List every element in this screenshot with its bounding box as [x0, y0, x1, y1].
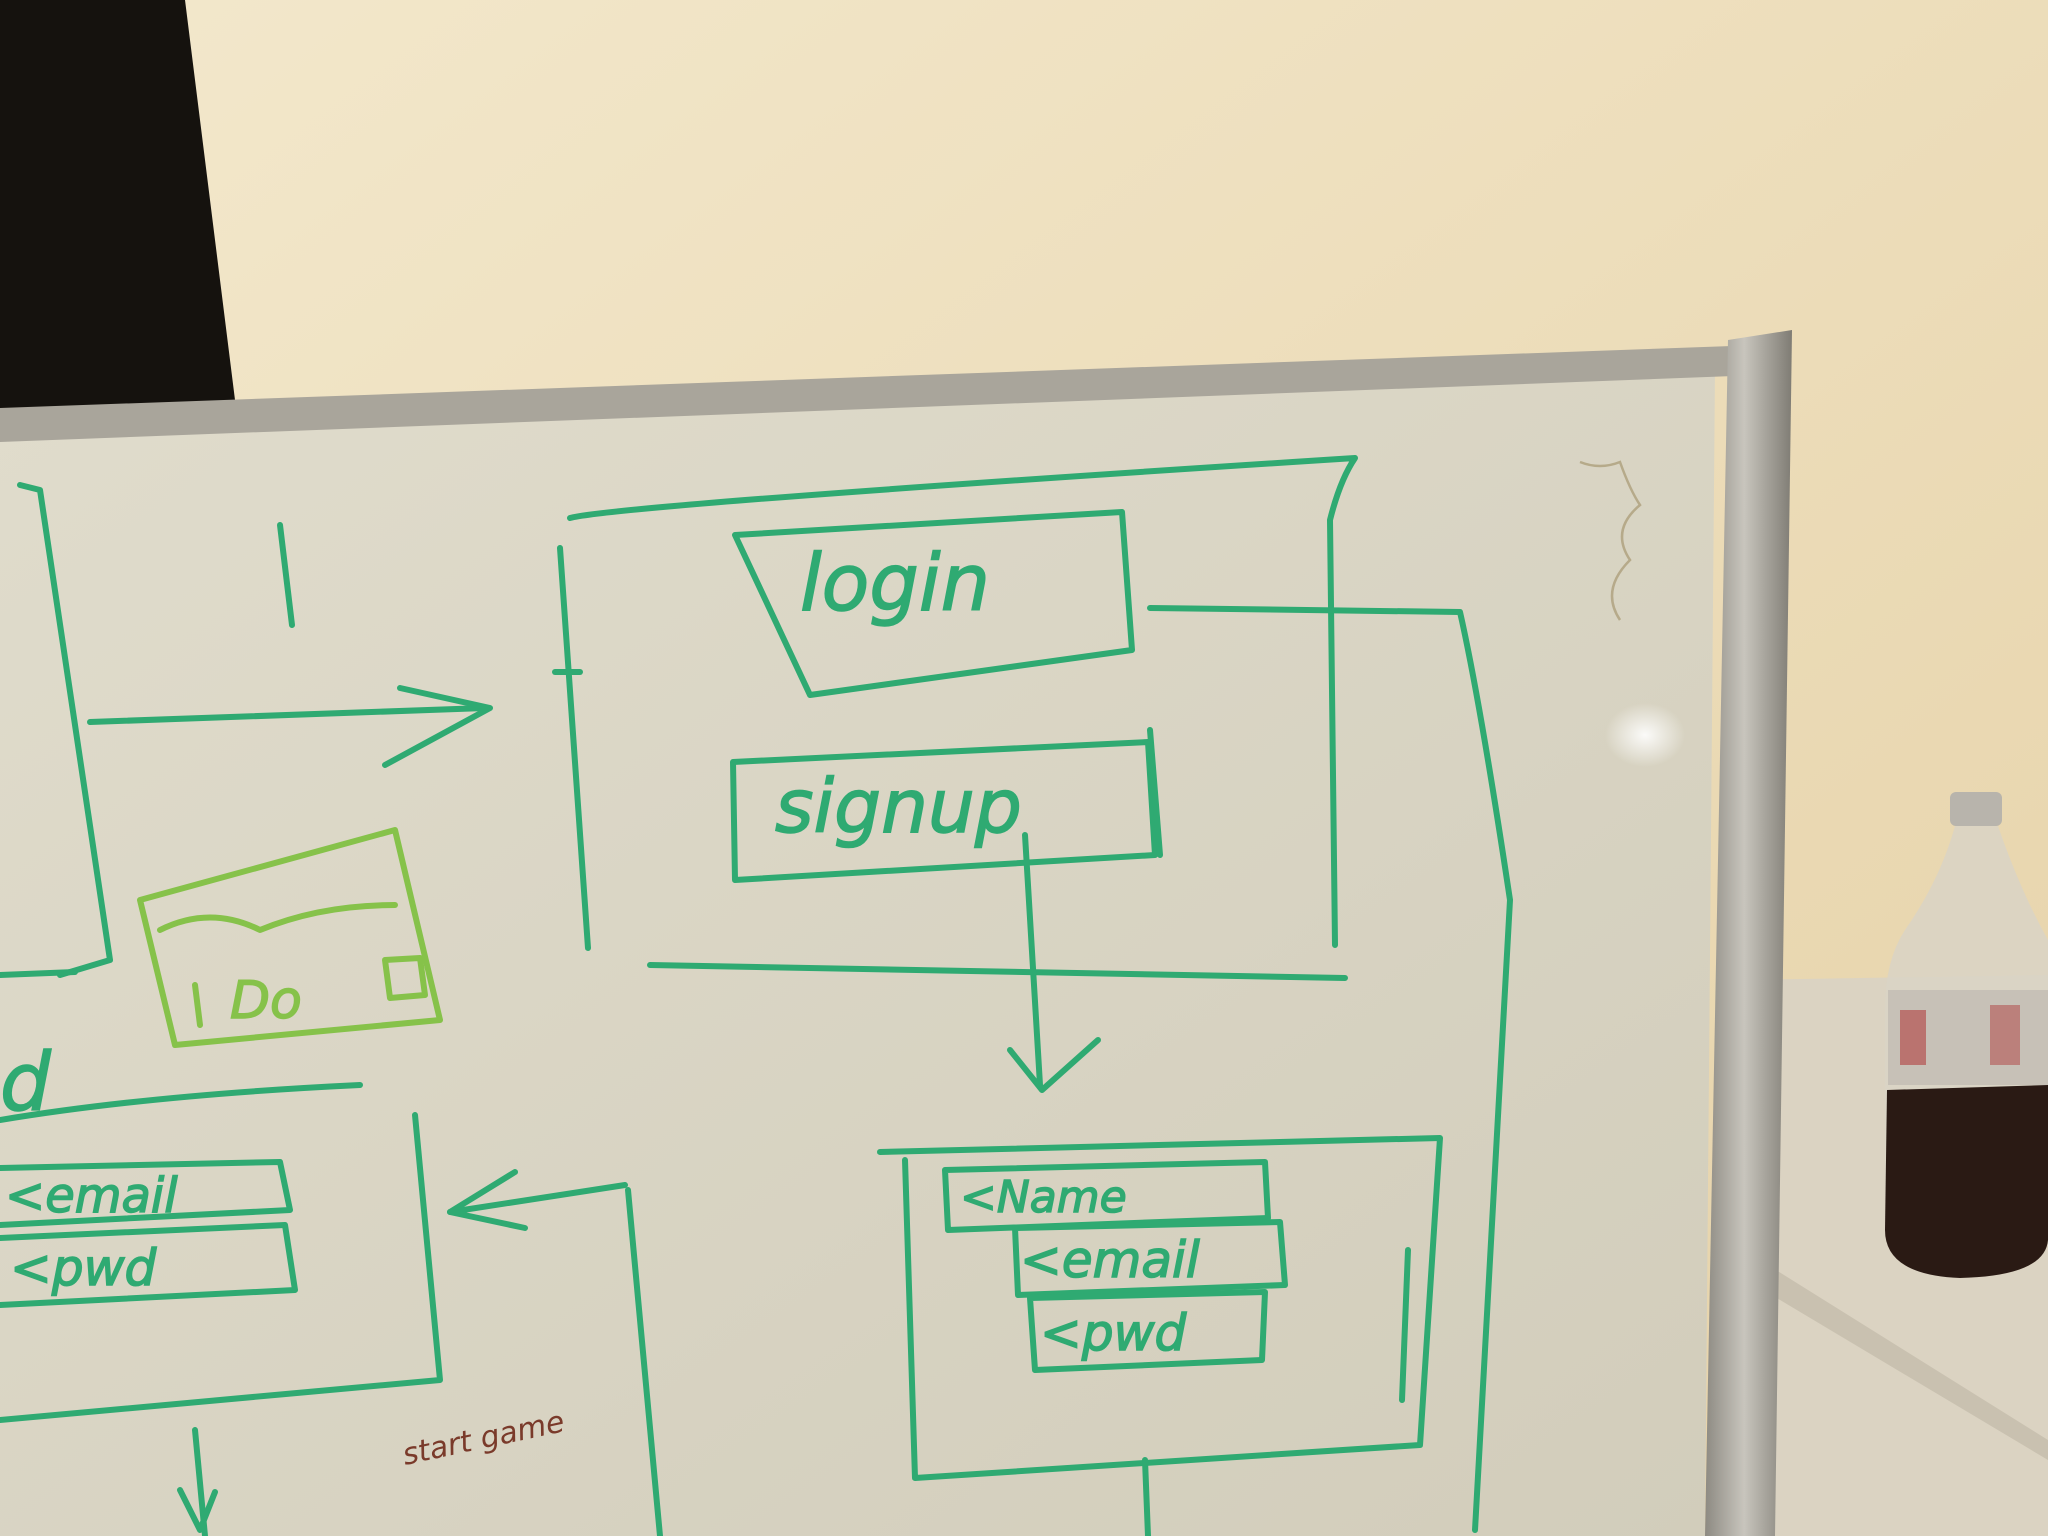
- marker-strokes: [0, 455, 1513, 1536]
- signup-name-field: <Name: [960, 1172, 1127, 1223]
- widget-sketch: [137, 827, 443, 1048]
- partial-letter: d: [0, 1036, 52, 1129]
- signup-email-field: <email: [1020, 1231, 1200, 1289]
- widget-button-label: Do: [230, 971, 302, 1031]
- soda-bottle: [1885, 792, 2048, 1278]
- dark-doorway: [0, 0, 235, 410]
- login-label: login: [800, 539, 990, 629]
- table-edge: [1755, 1260, 2048, 1460]
- signup-label: signup: [775, 764, 1022, 850]
- login-email-field: <email: [5, 1168, 178, 1224]
- glare: [1605, 703, 1685, 767]
- login-password-field: <pwd: [10, 1239, 157, 1297]
- signup-password-field: <pwd: [1040, 1304, 1187, 1362]
- whiteboard-top-rail: [0, 345, 1760, 442]
- faint-scribble: [1579, 460, 1642, 621]
- whiteboard-post: [1705, 330, 1792, 1536]
